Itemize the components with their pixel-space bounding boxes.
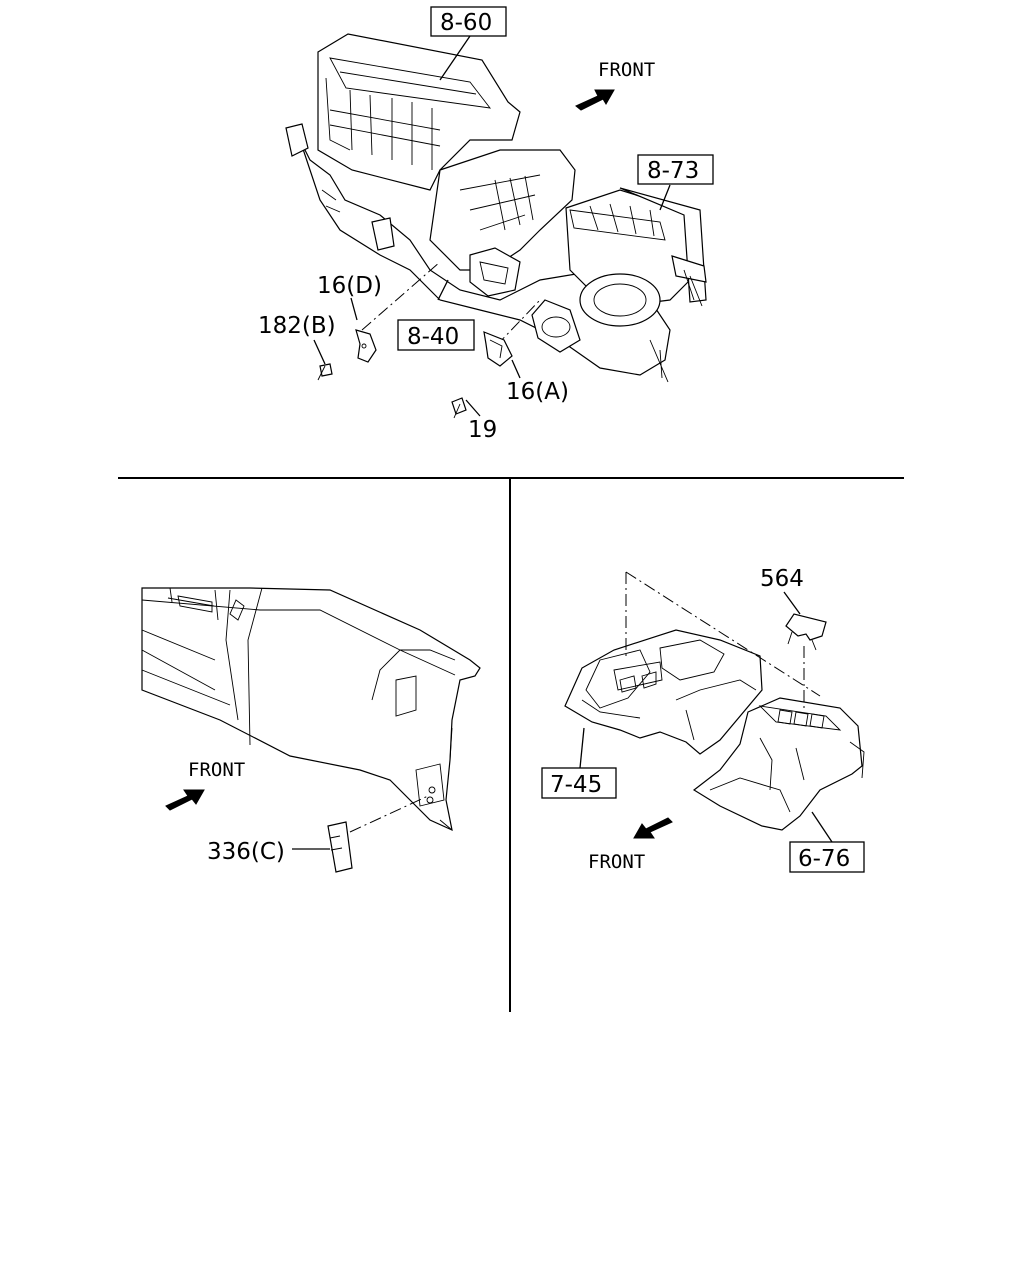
ref-box-7-45	[541, 767, 617, 799]
ref-box-8-73	[637, 154, 714, 185]
ref-box-6-76	[789, 841, 865, 873]
ref-box-8-60	[430, 6, 507, 37]
leader-564	[783, 591, 801, 615]
part-182b-label: 182(B)	[258, 313, 336, 339]
leader-336c-dash	[349, 795, 429, 833]
front-arrow-icon	[633, 817, 673, 839]
ref-8-60-label: 8-60	[440, 10, 492, 36]
part-564-label: 564	[760, 566, 804, 592]
bracket-icon	[355, 329, 377, 363]
console-6-76	[692, 697, 865, 831]
leader-6-76	[811, 811, 833, 843]
bolt-icon	[451, 397, 467, 419]
clip-icon	[785, 613, 827, 651]
bolt-icon	[317, 363, 333, 381]
part-19-label: 19	[468, 417, 497, 443]
heater-unit-assembly	[285, 33, 707, 383]
ref-6-76-label: 6-76	[798, 846, 850, 872]
clip-icon	[483, 331, 513, 367]
side-cover-336c	[327, 821, 353, 873]
ref-box-8-40	[397, 319, 475, 351]
ref-8-40-label: 8-40	[407, 324, 459, 350]
ref-8-73-label: 8-73	[647, 158, 699, 184]
front-arrow-icon	[165, 789, 205, 811]
console-leader-dash-b	[625, 571, 821, 697]
instrument-panel-end	[141, 587, 481, 832]
console-7-45	[564, 629, 763, 755]
front-label-right: FRONT	[588, 851, 645, 873]
leader-7-45	[579, 727, 585, 769]
front-arrow-icon	[575, 89, 615, 111]
ref-7-45-label: 7-45	[550, 772, 602, 798]
part-16d-label: 16(D)	[317, 273, 382, 299]
front-label-left: FRONT	[188, 759, 245, 781]
top-leader-lines	[313, 35, 671, 417]
front-label-top: FRONT	[598, 59, 655, 81]
part-16a-label: 16(A)	[506, 379, 569, 405]
part-336c-label: 336(C)	[207, 839, 285, 865]
